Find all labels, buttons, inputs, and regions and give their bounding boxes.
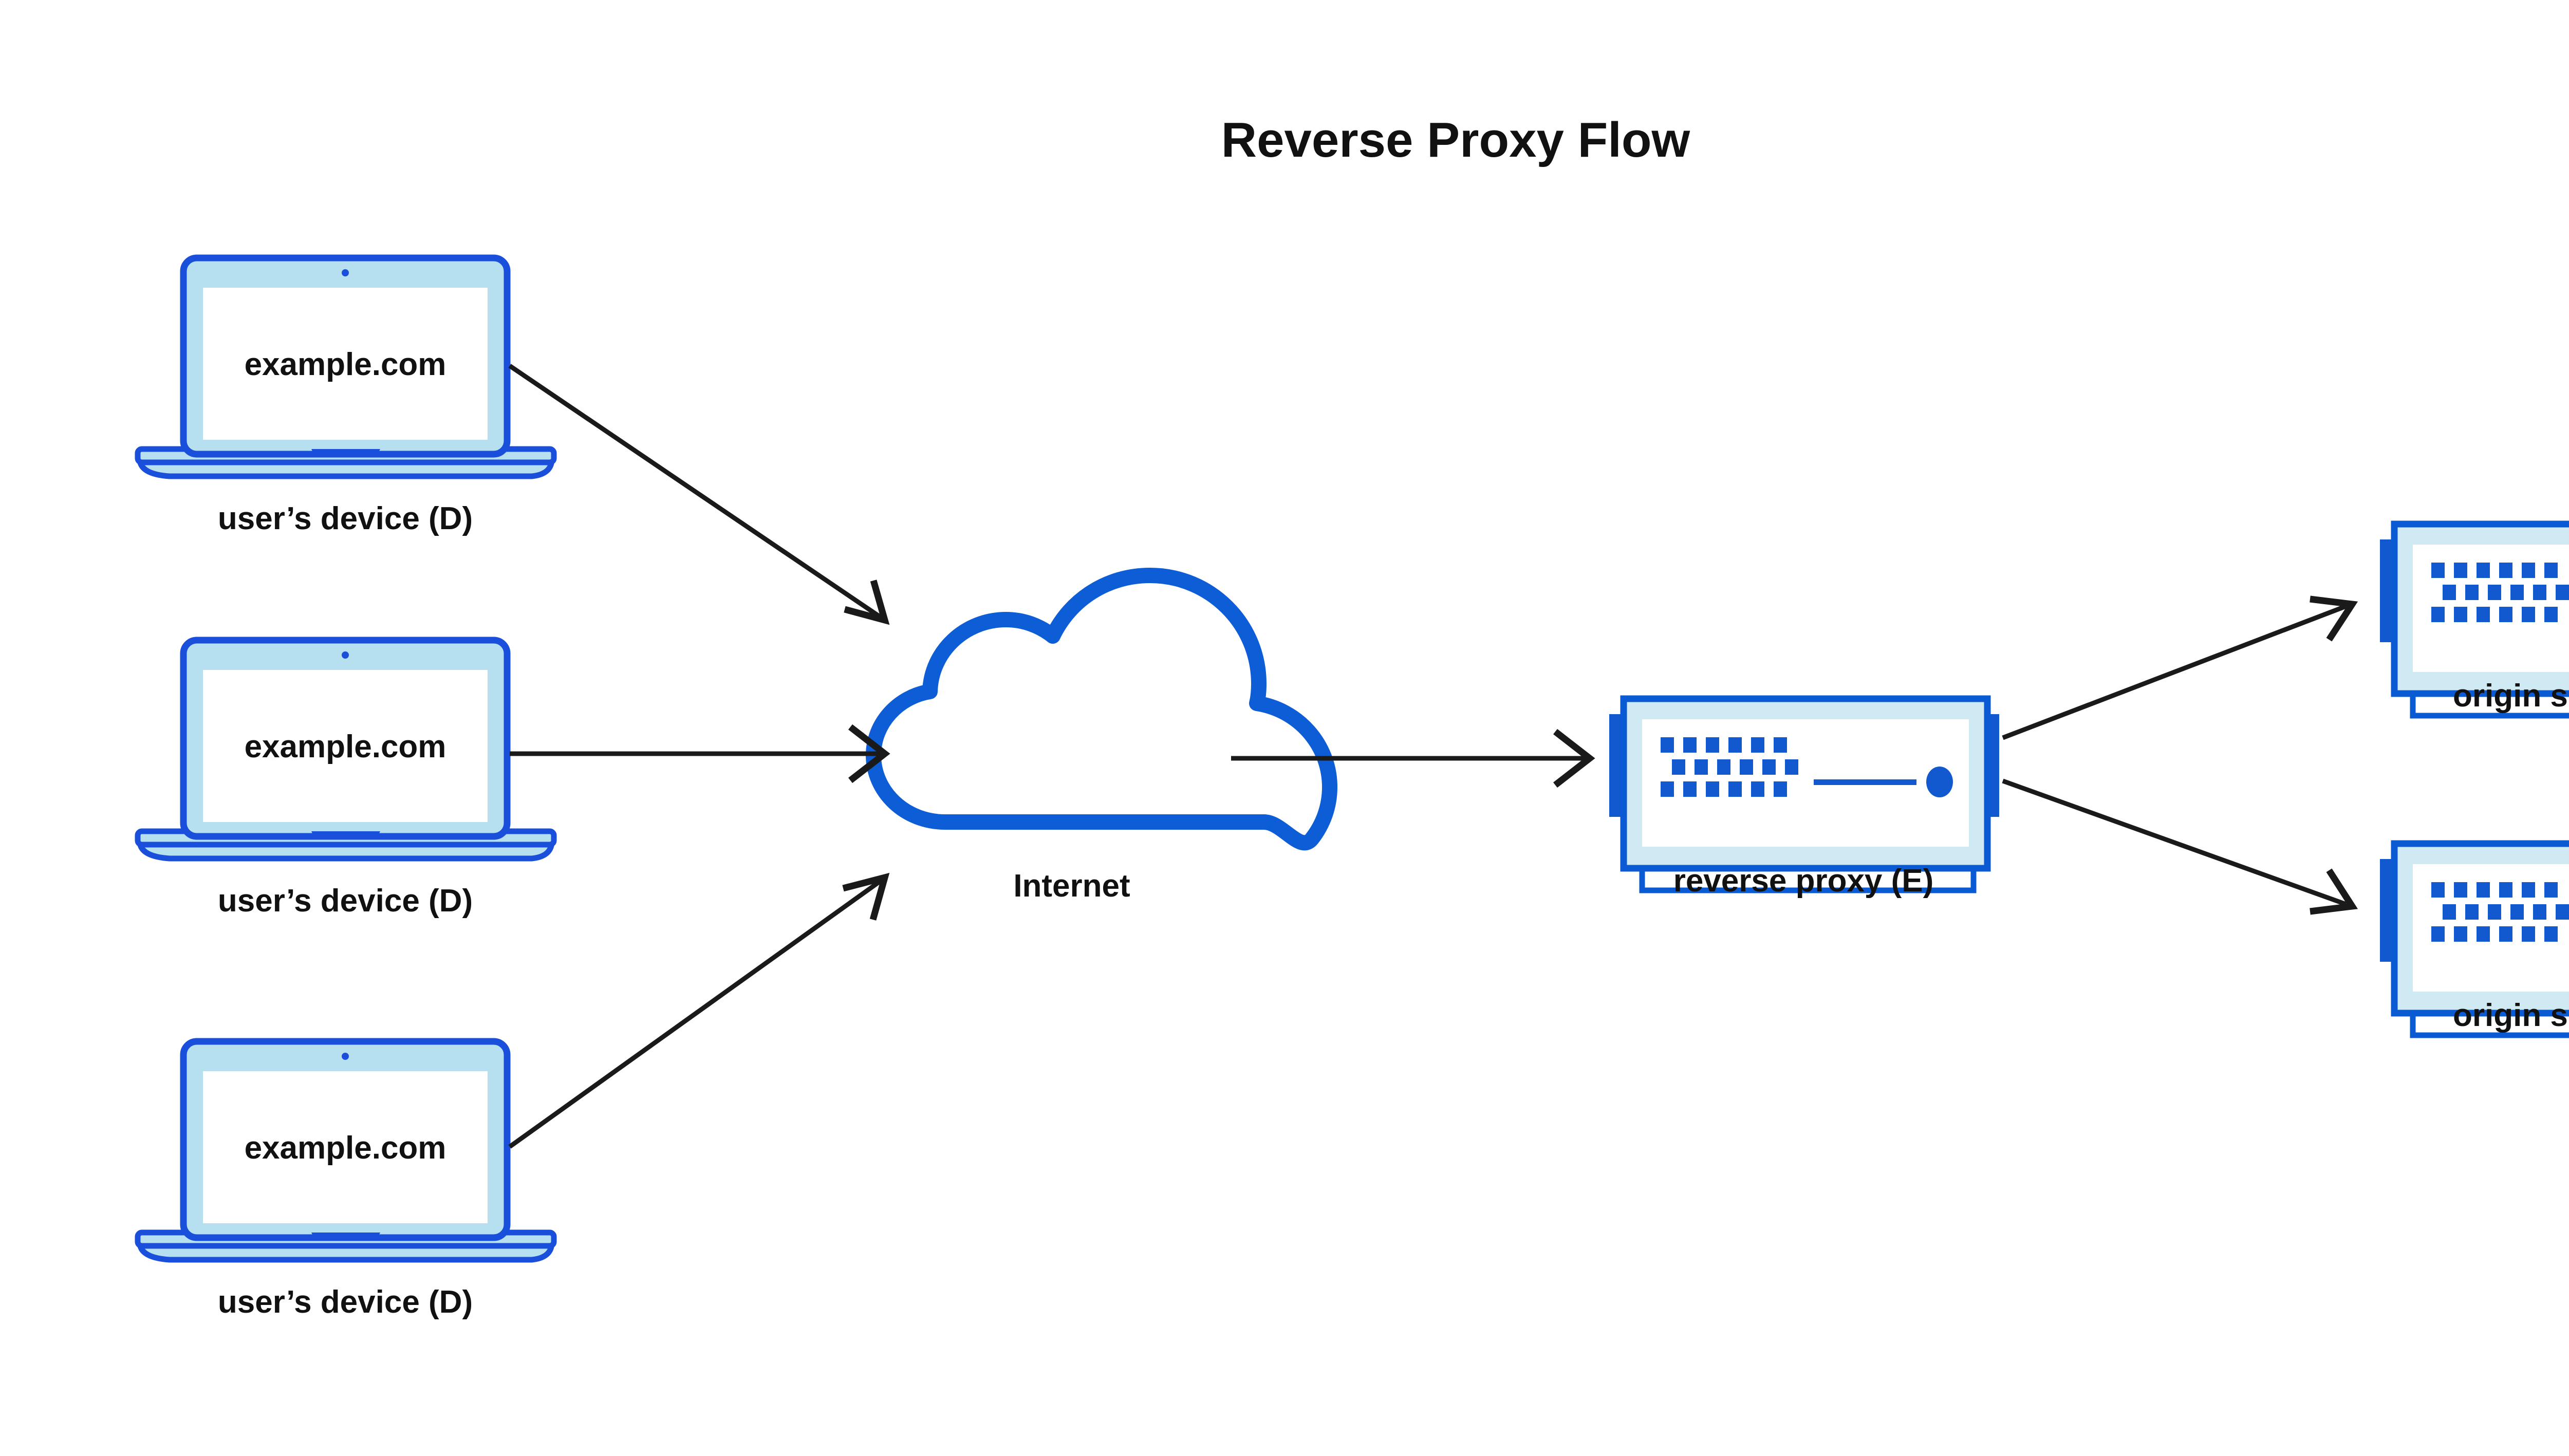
laptop-screen	[203, 288, 488, 440]
laptop-screen-text: example.com	[245, 729, 446, 764]
origin-server-node-bottom[interactable]: origin server (F)	[2380, 840, 2569, 1038]
laptop-screen-text: example.com	[245, 347, 446, 382]
server-icon	[1609, 695, 1999, 893]
reverse-proxy-label: reverse proxy (E)	[1673, 863, 1934, 899]
client-node-middle[interactable]: example.com user’s device (D)	[135, 637, 557, 919]
edge-proxy-to-origin-top	[2002, 595, 2358, 740]
camera-icon	[342, 1053, 349, 1060]
origin-server-label: origin server (F)	[2453, 678, 2569, 714]
laptop-trackpad-notch	[311, 449, 380, 456]
origin-server-node-top[interactable]: origin server (F)	[2380, 520, 2569, 719]
cloud-icon	[866, 568, 1337, 851]
server-icon	[2380, 520, 2569, 719]
camera-icon	[342, 269, 349, 276]
server-status-led	[1926, 767, 1953, 797]
edge-client-middle-to-internet	[510, 724, 890, 783]
client-label: user’s device (D)	[218, 883, 473, 919]
edge-proxy-to-origin-bottom	[2002, 778, 2358, 915]
edge-client-top-to-internet	[508, 364, 890, 625]
camera-icon	[342, 651, 349, 659]
internet-label: Internet	[1013, 868, 1130, 904]
diagram-title: Reverse Proxy Flow	[1221, 113, 1690, 167]
reverse-proxy-node[interactable]: reverse proxy (E)	[1609, 695, 1999, 899]
client-label: user’s device (D)	[218, 501, 473, 536]
server-port-grid	[2431, 563, 2569, 622]
origin-server-label: origin server (F)	[2453, 998, 2569, 1033]
edge-client-bottom-to-internet	[508, 872, 890, 1149]
laptop-screen	[203, 670, 488, 822]
client-node-top[interactable]: example.com user’s device (D)	[135, 254, 557, 536]
server-status-line	[1814, 779, 1916, 785]
server-port-grid	[2431, 882, 2569, 942]
edge-internet-to-proxy	[1231, 729, 1595, 788]
laptop-icon	[135, 637, 557, 862]
laptop-trackpad-notch	[311, 831, 380, 838]
client-node-bottom[interactable]: example.com user’s device (D)	[135, 1038, 557, 1320]
laptop-trackpad-notch	[311, 1233, 380, 1240]
internet-node[interactable]: Internet	[866, 568, 1337, 904]
laptop-icon	[135, 1038, 557, 1263]
laptop-screen	[203, 1071, 488, 1223]
client-label: user’s device (D)	[218, 1284, 473, 1320]
server-icon	[2380, 840, 2569, 1038]
server-port-grid	[1661, 737, 1798, 797]
laptop-icon	[135, 254, 557, 479]
laptop-screen-text: example.com	[245, 1130, 446, 1166]
